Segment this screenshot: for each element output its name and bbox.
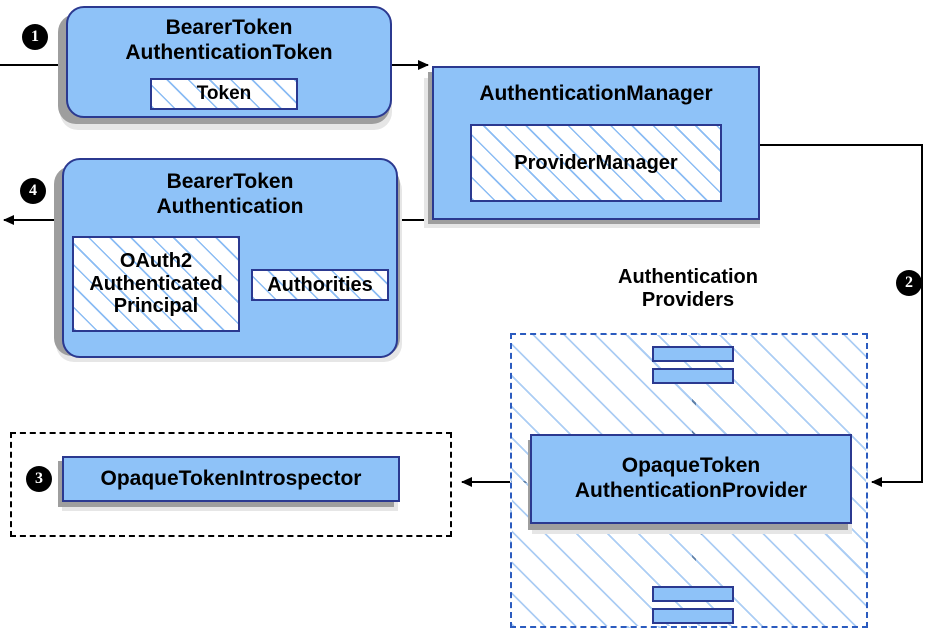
node-provider-manager[interactable]: ProviderManager: [470, 124, 722, 202]
marker-4: 4: [20, 178, 46, 204]
provider-bar-top-2: [652, 368, 734, 384]
oauth2-authenticated-principal-label: OAuth2 Authenticated Principal: [89, 249, 223, 318]
provider-manager-label: ProviderManager: [514, 151, 678, 174]
opaque-token-authentication-provider-title: OpaqueToken AuthenticationProvider: [574, 454, 808, 502]
authorities-label: Authorities: [267, 273, 373, 296]
marker-4-label: 4: [29, 182, 37, 199]
authentication-providers-label: Authentication Providers: [618, 266, 758, 312]
provider-bar-bottom-1: [652, 586, 734, 602]
node-oauth2-authenticated-principal[interactable]: OAuth2 Authenticated Principal: [72, 236, 240, 332]
node-opaque-token-authentication-provider[interactable]: OpaqueToken AuthenticationProvider: [530, 434, 852, 524]
provider-bar-top-1: [652, 346, 734, 362]
opaque-token-introspector-title: OpaqueTokenIntrospector: [100, 466, 362, 490]
node-bearer-token-authentication-token[interactable]: BearerToken AuthenticationToken: [66, 6, 392, 118]
authentication-manager-title: AuthenticationManager: [479, 82, 713, 105]
token-label: Token: [196, 83, 252, 105]
marker-2: 2: [896, 270, 922, 296]
marker-3-label: 3: [35, 470, 43, 487]
bearer-token-authentication-title: BearerToken Authentication: [156, 170, 304, 218]
node-opaque-token-introspector[interactable]: OpaqueTokenIntrospector: [62, 456, 400, 502]
marker-1-label: 1: [31, 28, 39, 45]
marker-3: 3: [26, 466, 52, 492]
provider-bar-bottom-2: [652, 608, 734, 624]
marker-2-label: 2: [905, 274, 913, 291]
node-token[interactable]: Token: [150, 78, 298, 110]
node-authorities[interactable]: Authorities: [251, 269, 389, 301]
bearer-token-authentication-token-title: BearerToken AuthenticationToken: [125, 16, 333, 64]
marker-1: 1: [22, 24, 48, 50]
